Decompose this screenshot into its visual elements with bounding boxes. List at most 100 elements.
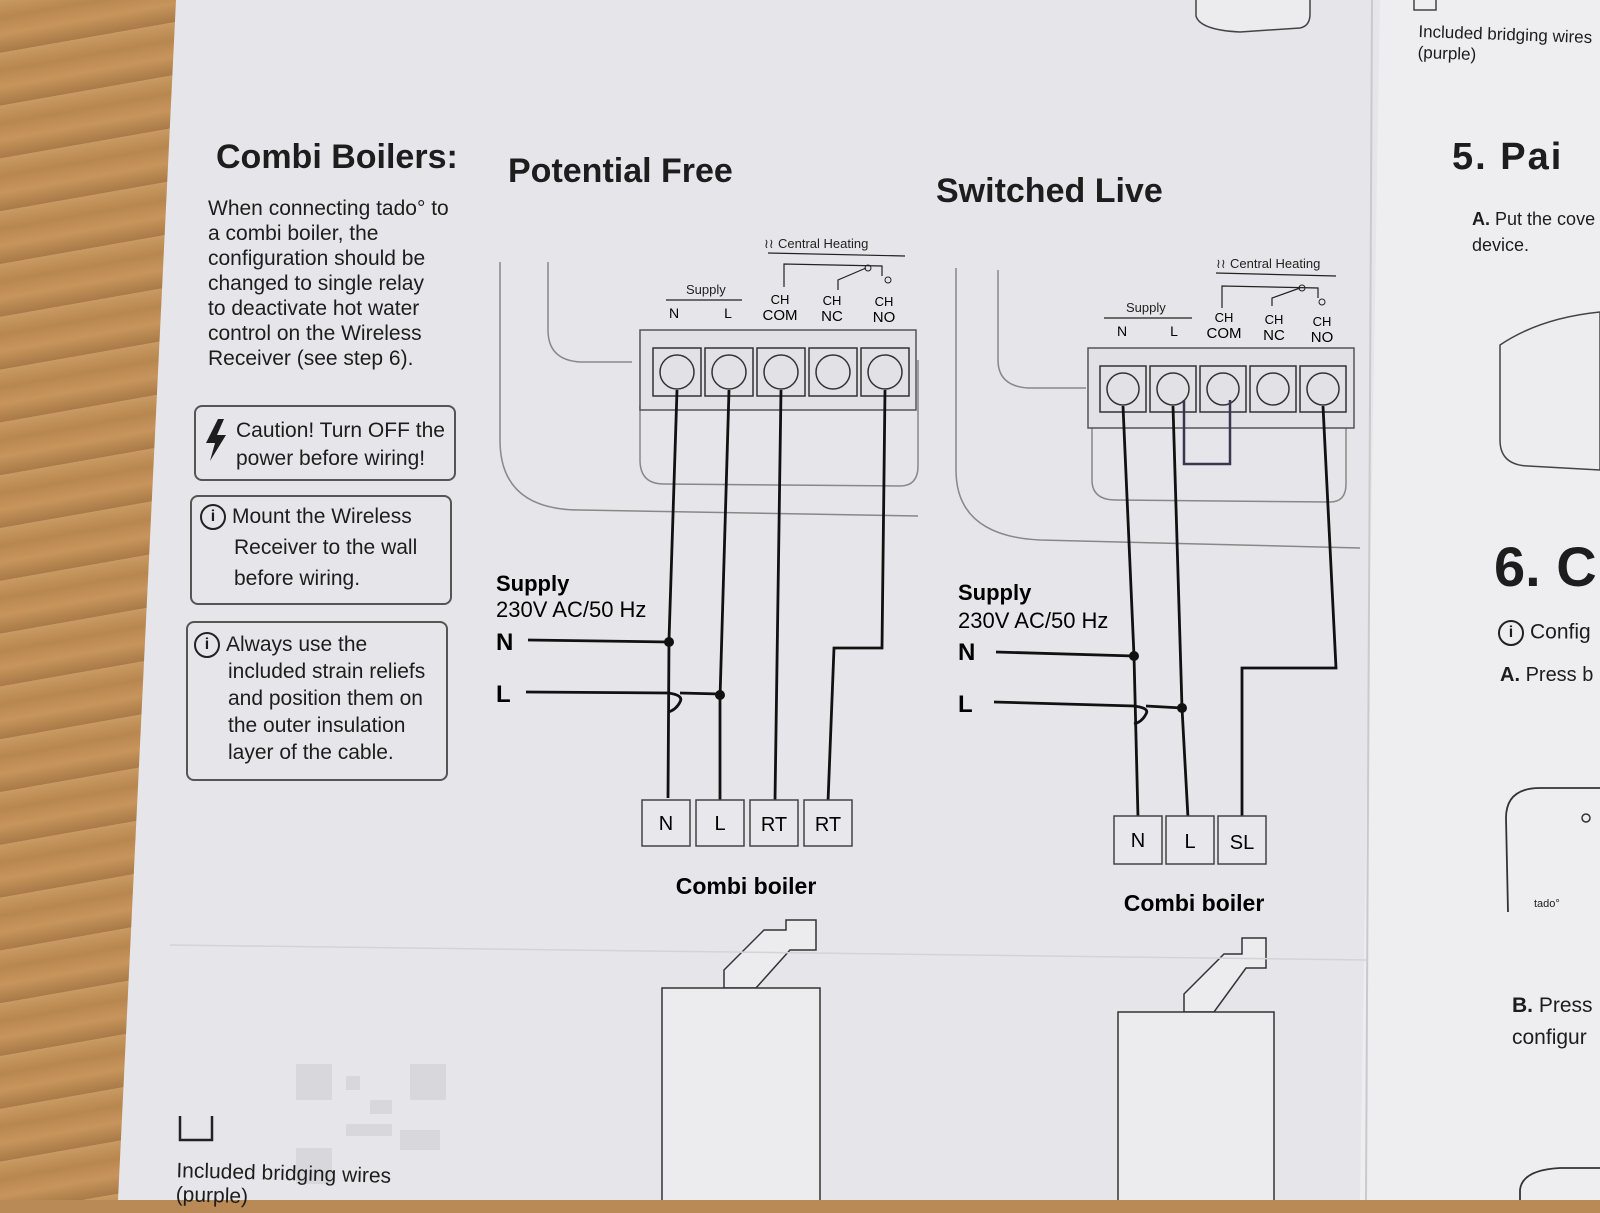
combi-boiler-label: Combi boiler [1124, 890, 1265, 916]
step6-b: B. Press configur [1512, 990, 1593, 1054]
terminal-label-n: N [669, 305, 679, 321]
neutral-line-label: N [496, 629, 513, 656]
terminal-label-ch-com-top: CH [1215, 310, 1234, 325]
info-icon: i [1498, 620, 1524, 646]
step6-a: A. Press b [1500, 664, 1593, 687]
step6-info-text: Config [1530, 620, 1591, 644]
terminal-block [639, 329, 917, 411]
relay-symbol [783, 263, 883, 287]
wires [525, 389, 887, 803]
info-icon: i [200, 504, 226, 531]
boiler-terminal-rt: RT [761, 814, 787, 836]
intro-line: configuration should be [208, 247, 426, 270]
live-line-label: L [958, 691, 973, 718]
mount-line: Mount the Wireless [232, 505, 412, 528]
central-heating-label: Central Heating [778, 236, 868, 251]
supply-label: Supply [958, 580, 1032, 605]
bridging-wires-note-top: Included bridging wires (purple) [1417, 21, 1592, 69]
receiver-inner-outline [547, 262, 632, 363]
intro-line: Receiver (see step 6). [208, 347, 414, 370]
neutral-line-label: N [958, 639, 975, 666]
strain-line: and position them on [228, 687, 423, 711]
step-prefix: A. [1472, 209, 1490, 229]
caution-line: power before wiring! [236, 447, 426, 470]
terminal-label-ch-no: NO [1311, 329, 1334, 346]
terminal-label-ch-nc-top: CH [823, 293, 842, 308]
device-brand-label: tado° [1534, 898, 1560, 910]
bridging-wires-note-bottom: Included bridging wires (purple) [175, 1159, 391, 1213]
terminal-housing [1091, 380, 1347, 503]
boiler-icon [661, 919, 821, 1200]
step5-text: A. Put the cove device. [1472, 206, 1595, 258]
terminal-label-ch-com: COM [1207, 325, 1242, 342]
boiler-terminal-l: L [714, 813, 725, 835]
live-line-label: L [496, 681, 511, 708]
fold-line [1365, 0, 1373, 1200]
strain-line: included strain reliefs [228, 660, 426, 684]
step-prefix: A. [1500, 664, 1520, 686]
step6-a-text: Press b [1525, 664, 1594, 686]
device-partial-icon [1195, 0, 1311, 33]
power-icon [1581, 813, 1591, 823]
lightning-icon [206, 419, 226, 461]
terminal-label-n: N [1117, 323, 1127, 339]
supply-label: Supply [496, 571, 570, 596]
terminal-label-ch-no: NO [873, 309, 896, 326]
relay-symbol [1221, 285, 1319, 308]
intro-line: changed to single relay [208, 272, 424, 295]
boiler-terminal-n: N [659, 813, 673, 835]
instruction-sheet-next-panel [1360, 0, 1600, 1200]
mount-line: Receiver to the wall [234, 536, 418, 559]
info-icon: i [194, 632, 220, 659]
terminal-label-ch-nc: NC [821, 308, 843, 325]
section-title: Combi Boilers: [216, 138, 458, 176]
combi-boiler-label: Combi boiler [676, 873, 817, 899]
checkbox-icon [178, 1116, 214, 1142]
boiler-icon [1117, 937, 1275, 1200]
terminal-label-ch-nc-top: CH [1265, 312, 1284, 327]
intro-line: to deactivate hot water [208, 297, 420, 320]
terminal-label-ch-no-top: CH [1313, 314, 1332, 329]
heating-icon: ≀≀ [1216, 256, 1226, 271]
intro-line: control on the Wireless [208, 322, 422, 345]
intro-line: a combi boiler, the [208, 222, 379, 245]
terminal-label-ch-com: COM [763, 307, 798, 324]
bridging-wire [1182, 400, 1232, 466]
terminal-label-ch-com-top: CH [771, 292, 790, 307]
strain-line: Always use the [226, 633, 368, 656]
switched-live-title: Switched Live [936, 172, 1163, 210]
terminal-housing [639, 360, 919, 487]
caution-line: Caution! Turn OFF the [236, 419, 445, 442]
supply-voltage-label: 230V AC/50 Hz [958, 608, 1108, 633]
boiler-terminal-sl: SL [1230, 832, 1254, 854]
supply-voltage-label: 230V AC/50 Hz [496, 597, 646, 622]
step5-title: 5. Pai [1452, 136, 1564, 178]
fold-line [169, 944, 1367, 961]
heating-icon: ≀≀ [764, 236, 774, 251]
boiler-terminal-n: N [1131, 830, 1145, 852]
intro-paragraph: When connecting tado° to a combi boiler,… [208, 196, 449, 371]
terminal-label-l: L [724, 305, 732, 321]
qr-code-icon [296, 1064, 446, 1184]
receiver-outline [955, 268, 1361, 549]
receiver-device-icon [1499, 311, 1600, 471]
terminal-label-l: L [1170, 323, 1178, 339]
wireless-receiver-icon [1505, 787, 1600, 913]
switched-live-diagram: Central Heating ≀≀ Supply N L CH COM CH … [955, 256, 1361, 1200]
device-partial-icon [1519, 1167, 1600, 1200]
supply-group-label: Supply [1126, 300, 1166, 315]
intro-line: When connecting tado° to [208, 197, 449, 220]
boiler-terminal-rt: RT [815, 814, 841, 836]
boiler-terminal-l: L [1184, 831, 1195, 853]
terminal-label-ch-no-top: CH [875, 294, 894, 309]
step5-a-line: device. [1472, 235, 1530, 255]
supply-group-label: Supply [686, 282, 726, 297]
step6-b-text: Press [1538, 994, 1593, 1017]
terminal-block [1087, 347, 1355, 429]
checkbox-icon [1413, 0, 1437, 11]
potential-free-title: Potential Free [508, 152, 733, 190]
potential-free-diagram: Central Heating ≀≀ Supply N L CH COM CH … [496, 236, 919, 1200]
